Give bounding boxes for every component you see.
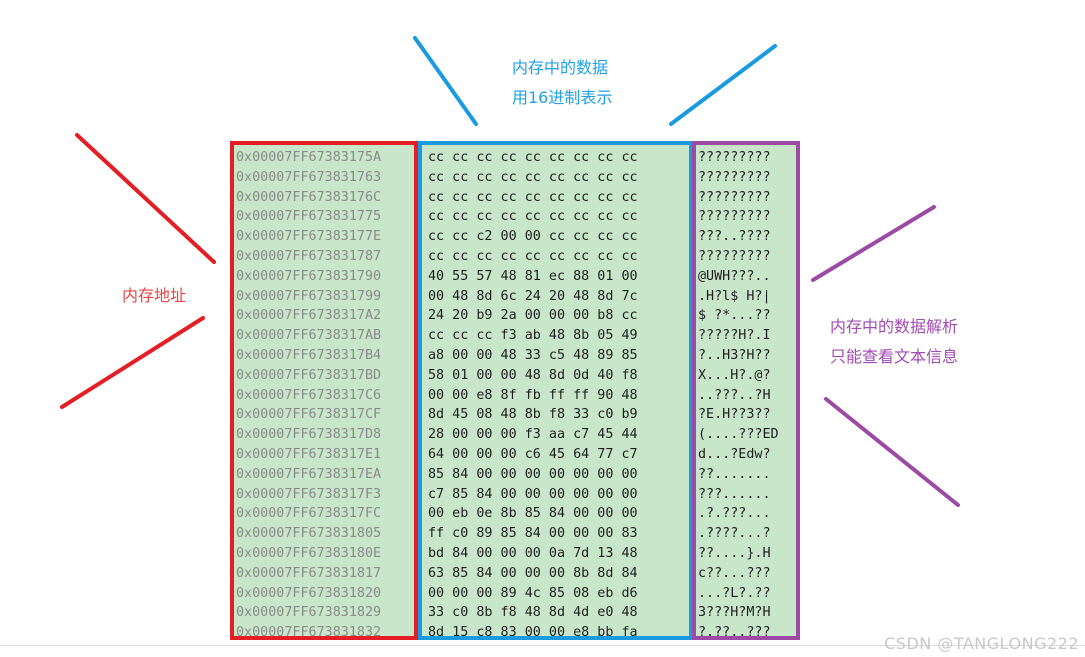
addresses-row: 0x00007FF673831763 — [236, 169, 382, 185]
addresses-row: 0x00007FF67383177E — [236, 229, 382, 245]
addresses-row: 0x00007FF6738317AB — [236, 328, 382, 344]
address-panel — [232, 143, 417, 639]
hex-pointer-line-right — [669, 44, 777, 126]
addresses-row: 0x00007FF6738317F3 — [236, 486, 382, 502]
bytes-row: cc cc c2 00 00 cc cc cc cc — [428, 229, 638, 245]
bytes-row: 85 84 00 00 00 00 00 00 00 — [428, 466, 638, 482]
addresses-row: 0x00007FF673831790 — [236, 268, 382, 284]
addresses-row: 0x00007FF6738317CF — [236, 407, 382, 423]
ascii-row: ?..H3?H?? — [698, 347, 771, 363]
ascii-row: ????????? — [698, 150, 771, 165]
bytes-row: ff c0 89 85 84 00 00 00 83 — [428, 526, 638, 542]
address-frame — [230, 141, 418, 640]
hex-label-line1: 内存中的数据 — [512, 58, 609, 77]
ascii-column: ???????????????????????????????????????.… — [698, 148, 790, 643]
address-label: 内存地址 — [122, 286, 187, 305]
addresses-row: 0x00007FF673831775 — [236, 209, 382, 225]
ascii-row: ?????H?.I — [698, 328, 771, 344]
bytes-row: 00 00 00 89 4c 85 08 eb d6 — [428, 585, 638, 601]
ascii-row: ????????? — [698, 209, 771, 225]
watermark: CSDN @TANGLONG222 — [884, 634, 1079, 653]
bytes-row: cc cc cc cc cc cc cc cc cc — [428, 169, 638, 185]
ascii-row: (....???ED — [698, 427, 779, 443]
bytes-row: 00 eb 0e 8b 85 84 00 00 00 — [428, 506, 638, 522]
ascii-row: .????...? — [698, 526, 771, 542]
ascii-row: ???..???? — [698, 229, 771, 245]
bytes-row: 8d 45 08 48 8b f8 33 c0 b9 — [428, 407, 638, 423]
address-pointer-line-upper — [75, 133, 216, 264]
bytes-row: cc cc cc cc cc cc cc cc cc — [428, 189, 638, 205]
addresses-row: 0x00007FF6738317BD — [236, 367, 382, 383]
bytes-row: cc cc cc cc cc cc cc cc cc — [428, 150, 638, 165]
addresses-row: 0x00007FF673831820 — [236, 585, 382, 601]
bytes-row: 33 c0 8b f8 48 8d 4d e0 48 — [428, 605, 638, 621]
bytes-row: cc cc cc f3 ab 48 8b 05 49 — [428, 328, 638, 344]
addresses-row: 0x00007FF673831787 — [236, 248, 382, 264]
ascii-frame — [692, 141, 800, 640]
ascii-row: ???...... — [698, 486, 771, 502]
ascii-panel — [694, 143, 798, 639]
bytes-row: a8 00 00 48 33 c5 48 89 85 — [428, 347, 638, 363]
addresses-row: 0x00007FF6738317E1 — [236, 446, 382, 462]
ascii-row: 3???H?M?H — [698, 605, 771, 621]
addresses-row: 0x00007FF673831799 — [236, 288, 382, 304]
bytes-row: 28 00 00 00 f3 aa c7 45 44 — [428, 427, 638, 443]
addresses-row: 0x00007FF6738317FC — [236, 506, 382, 522]
bytes-row: 63 85 84 00 00 00 8b 8d 84 — [428, 565, 638, 581]
bytes-row: c7 85 84 00 00 00 00 00 00 — [428, 486, 638, 502]
addresses-row: 0x00007FF6738317A2 — [236, 308, 382, 324]
bytes-row: 00 48 8d 6c 24 20 48 8d 7c — [428, 288, 638, 304]
ascii-row: $ ?*...?? — [698, 308, 771, 324]
addresses-row: 0x00007FF67383176C — [236, 189, 382, 205]
bytes-row: 24 20 b9 2a 00 00 00 b8 cc — [428, 308, 638, 324]
ascii-row: ????????? — [698, 189, 771, 205]
bytes-row: 00 00 e8 8f fb ff ff 90 48 — [428, 387, 638, 403]
ascii-row: ????????? — [698, 169, 771, 185]
addresses-row: 0x00007FF6738317EA — [236, 466, 382, 482]
ascii-row: .H?l$ H?| — [698, 288, 771, 304]
addresses-row: 0x00007FF673831817 — [236, 565, 382, 581]
ascii-row: @UWH???.. — [698, 268, 771, 284]
ascii-pointer-line-lower — [824, 397, 960, 507]
bytes-row: 64 00 00 00 c6 45 64 77 c7 — [428, 446, 638, 462]
ascii-label-line1: 内存中的数据解析 — [830, 317, 959, 336]
addresses-row: 0x00007FF6738317D8 — [236, 427, 382, 443]
ascii-row: c??...??? — [698, 565, 771, 581]
addresses-row: 0x00007FF673831829 — [236, 605, 382, 621]
ascii-row: ?E.H??3?? — [698, 407, 771, 423]
ascii-row: ??....}.H — [698, 545, 771, 561]
addresses-row: 0x00007FF67383175A — [236, 150, 382, 165]
ascii-row: .?.???... — [698, 506, 771, 522]
ascii-row: ..???..?H — [698, 387, 771, 403]
bottom-edge — [0, 645, 1085, 646]
ascii-row: ...?L?.?? — [698, 585, 771, 601]
ascii-label-line2: 只能查看文本信息 — [830, 347, 959, 366]
hex-label-line2: 用16进制表示 — [512, 88, 613, 107]
hex-panel — [420, 143, 691, 639]
bytes-row: 40 55 57 48 81 ec 88 01 00 — [428, 268, 638, 284]
addresses-row: 0x00007FF673831805 — [236, 526, 382, 542]
hex-pointer-line-left — [413, 36, 478, 126]
addresses-row: 0x00007FF6738317C6 — [236, 387, 382, 403]
addresses-row: 0x00007FF67383180E — [236, 545, 382, 561]
ascii-row: ????????? — [698, 248, 771, 264]
bytes-row: cc cc cc cc cc cc cc cc cc — [428, 209, 638, 225]
addresses-row: 0x00007FF6738317B4 — [236, 347, 382, 363]
bytes-row: 58 01 00 00 48 8d 0d 40 f8 — [428, 367, 638, 383]
address-pointer-line-lower — [60, 316, 205, 409]
ascii-pointer-line-upper — [811, 205, 936, 282]
ascii-row: ??....... — [698, 466, 771, 482]
bytes-row: bd 84 00 00 00 0a 7d 13 48 — [428, 545, 638, 561]
bytes-row: cc cc cc cc cc cc cc cc cc — [428, 248, 638, 264]
ascii-row: d...?Edw? — [698, 446, 771, 462]
hex-frame — [418, 141, 693, 640]
ascii-row: X...H?.@? — [698, 367, 771, 383]
